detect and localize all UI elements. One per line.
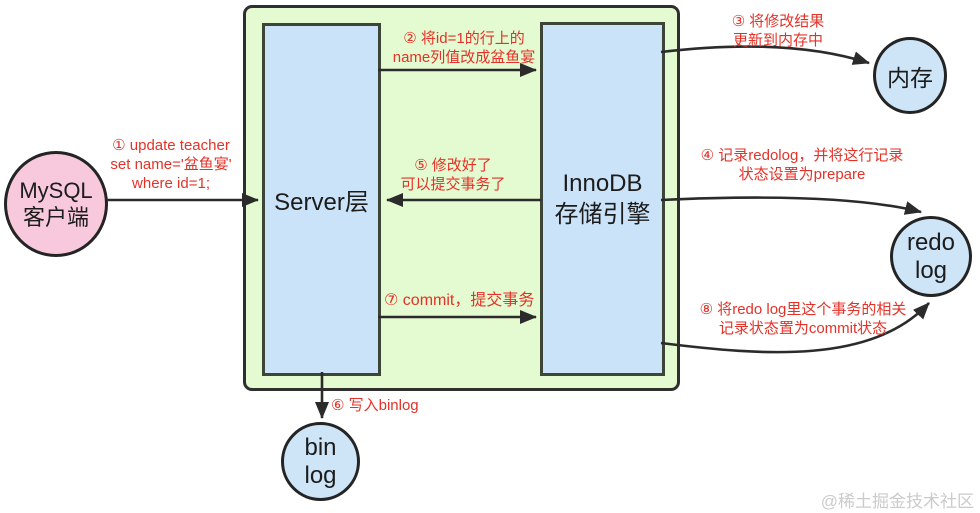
step6-annotation: ⑥ 写入binlog (331, 396, 461, 415)
watermark: @稀土掘金技术社区 (820, 492, 974, 511)
bin-log-node: bin log (281, 422, 360, 501)
memory-label: 内存 (887, 64, 933, 91)
step5-line2: 可以提交事务了 (400, 176, 506, 193)
bin-log-line1: bin (304, 433, 337, 461)
client-label-line2: 客户端 (22, 205, 89, 230)
innodb-label-line1: InnoDB (562, 170, 643, 197)
redo-log-line1: redo (906, 228, 956, 256)
innodb-label-line2: 存储引擎 (554, 201, 651, 228)
arrow-innodb-to-redolog-step8 (660, 302, 930, 354)
innodb-engine-node: InnoDB 存储引擎 (540, 22, 665, 376)
step4-line1: ④ 记录redolog，并将这行记录 (700, 147, 904, 164)
mysql-client-node: MySQL 客户端 (4, 151, 108, 257)
bin-log-line2: log (304, 461, 337, 489)
step1-annotation: ① update teacher set name='盆鱼宴' where id… (96, 136, 246, 193)
step2-annotation: ② 将id=1的行上的 name列值改成盆鱼宴 (380, 29, 548, 67)
step5-line1: ⑤ 修改好了 (414, 157, 492, 174)
redo-log-node: redo log (890, 216, 972, 297)
step3-line1: ③ 将修改结果 (731, 13, 825, 30)
step8-line2: 记录状态置为commit状态 (718, 320, 888, 337)
step4-line2: 状态设置为prepare (738, 166, 866, 183)
step8-annotation: ⑧ 将redo log里这个事务的相关 记录状态置为commit状态 (683, 300, 923, 338)
arrow-innodb-to-redolog-step4 (660, 196, 922, 215)
client-label-line1: MySQL (19, 178, 93, 203)
step7-annotation: ⑦ commit，提交事务 (384, 291, 564, 310)
server-layer-label: Server层 (274, 189, 369, 216)
step3-annotation: ③ 将修改结果 更新到内存中 (703, 12, 853, 50)
step2-line1: ② 将id=1的行上的 (403, 30, 525, 47)
memory-node: 内存 (873, 37, 947, 114)
step7-line1: ⑦ commit，提交事务 (384, 292, 535, 309)
step6-line1: ⑥ 写入binlog (331, 397, 419, 414)
step1-line1: ① update teacher (112, 137, 230, 154)
step8-line1: ⑧ 将redo log里这个事务的相关 (699, 301, 907, 318)
step1-line2: set name='盆鱼宴' (110, 156, 232, 173)
redo-log-line2: log (914, 256, 948, 284)
step1-line3: where id=1; (132, 175, 210, 192)
step3-line2: 更新到内存中 (732, 32, 823, 49)
step4-annotation: ④ 记录redolog，并将这行记录 状态设置为prepare (683, 146, 921, 184)
server-layer-node: Server层 (262, 23, 381, 376)
step5-annotation: ⑤ 修改好了 可以提交事务了 (386, 156, 520, 194)
step2-line2: name列值改成盆鱼宴 (392, 49, 536, 66)
arrow-innodb-to-memory-step3 (660, 45, 870, 65)
